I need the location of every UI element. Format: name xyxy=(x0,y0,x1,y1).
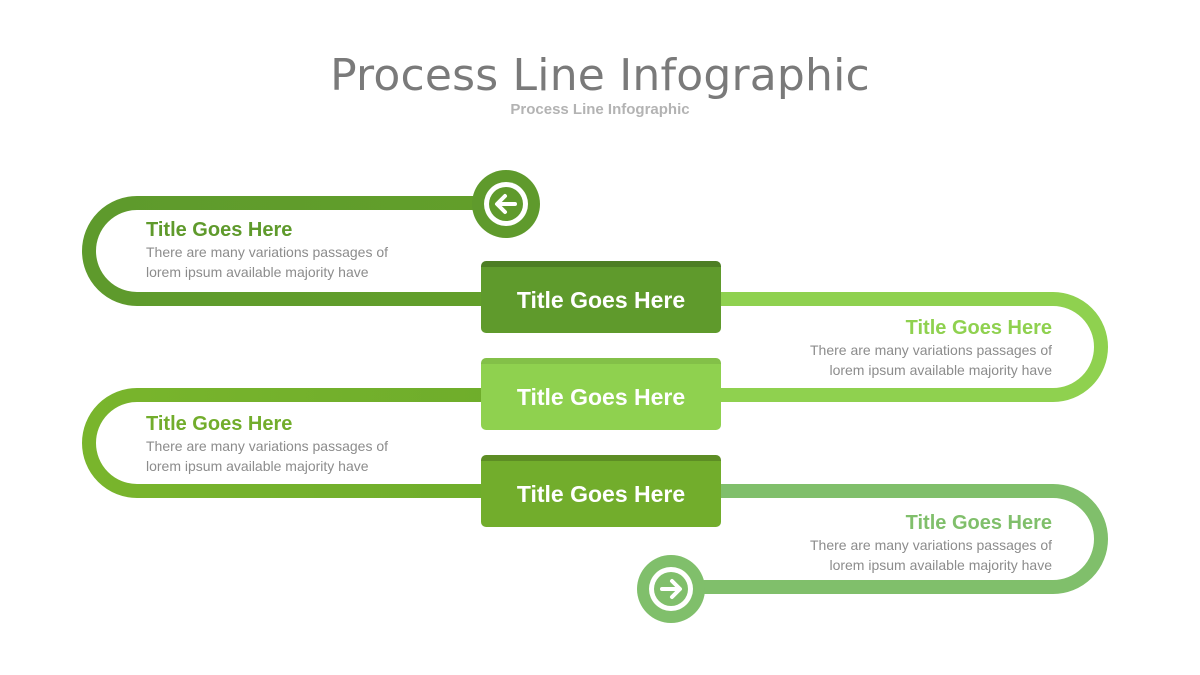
page-title: Process Line Infographic xyxy=(330,50,870,101)
description-block-2: Title Goes Here There are many variation… xyxy=(782,316,1052,380)
step-box-2: Title Goes Here xyxy=(481,358,721,430)
description-title: Title Goes Here xyxy=(146,413,293,435)
description-title: Title Goes Here xyxy=(905,512,1052,534)
description-body: There are many variations passages of lo… xyxy=(146,438,389,474)
description-block-1: Title Goes Here There are many variation… xyxy=(146,218,416,282)
description-block-4: Title Goes Here There are many variation… xyxy=(782,511,1052,575)
step-box-3: Title Goes Here xyxy=(481,455,721,527)
arrow-right-icon xyxy=(637,555,705,623)
step-box-label: Title Goes Here xyxy=(516,480,686,507)
description-title: Title Goes Here xyxy=(146,219,293,241)
arrow-left-icon xyxy=(472,170,540,238)
step-box-label: Title Goes Here xyxy=(516,286,686,313)
page-subtitle: Process Line Infographic xyxy=(510,101,690,118)
line-segment-3 xyxy=(82,388,600,498)
description-body: There are many variations passages of lo… xyxy=(809,537,1052,573)
description-block-3: Title Goes Here There are many variation… xyxy=(146,412,416,476)
line-segment-2 xyxy=(600,292,1108,402)
line-segment-1 xyxy=(82,196,600,306)
description-body: There are many variations passages of lo… xyxy=(809,342,1052,378)
step-box-1: Title Goes Here xyxy=(481,261,721,333)
description-body: There are many variations passages of lo… xyxy=(146,244,389,280)
step-box-label: Title Goes Here xyxy=(516,383,686,410)
line-segment-4 xyxy=(600,484,1108,594)
description-title: Title Goes Here xyxy=(905,317,1052,339)
